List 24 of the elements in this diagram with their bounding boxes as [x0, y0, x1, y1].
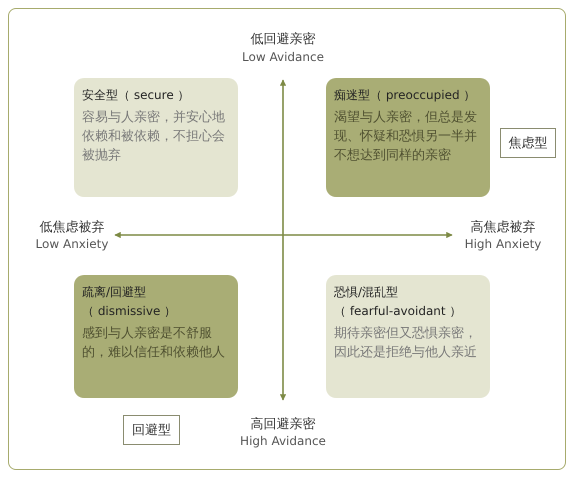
type-heading: 痴迷型（ preoccupied ）: [334, 87, 476, 104]
type-subheading: （ fearful-avoidant ）: [334, 303, 462, 320]
axis-label-english: Low Avidance: [241, 50, 325, 64]
type-subheading: （ dismissive ）: [82, 303, 178, 320]
axis-label-english: Low Anxiety: [34, 237, 110, 251]
quadrant-box: [326, 275, 490, 398]
axis-label: 高焦虑被弃: [470, 219, 536, 236]
description-text: 渴望与人亲密，但总是发现、怀疑和恐惧另一半并不想达到同样的亲密: [334, 109, 478, 165]
axis-label: 低焦虑被弃: [38, 219, 106, 236]
axis-label-english: High Anxiety: [464, 237, 542, 251]
quadrant-box: [74, 78, 238, 197]
axis-label: 高回避亲密: [250, 416, 316, 433]
tag-box: 焦虑型: [500, 128, 556, 158]
type-heading: 安全型（ secure ）: [82, 87, 191, 104]
quadrant-box: [74, 275, 238, 398]
axis-label: 低回避亲密: [250, 31, 316, 48]
description-text: 容易与人亲密，并安心地依赖和被依赖，不担心会被抛弃: [82, 109, 226, 165]
tag-box: 回避型: [123, 415, 180, 445]
description-text: 期待亲密但又恐惧亲密，因此还是拒绝与他人亲近: [334, 325, 478, 362]
quadrant-box: [326, 78, 490, 197]
type-heading: 恐惧/混乱型: [334, 284, 400, 301]
description-text: 感到与人亲密是不舒服的，难以信任和依赖他人: [82, 325, 226, 362]
type-heading: 疏离/回避型: [82, 284, 148, 301]
axis-label-english: High Avidance: [239, 434, 327, 448]
